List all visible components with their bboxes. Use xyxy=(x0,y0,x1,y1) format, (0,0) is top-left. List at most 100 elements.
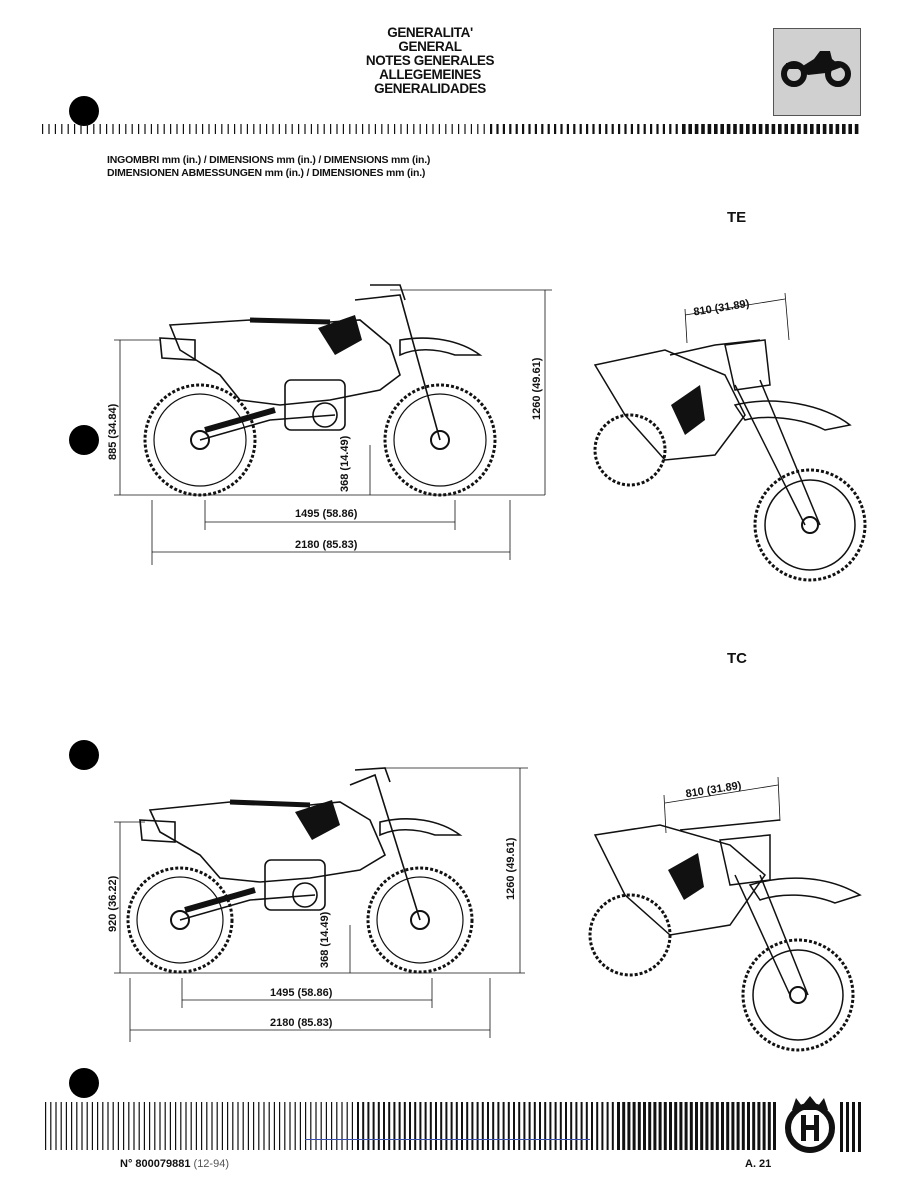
tick-mark xyxy=(368,124,370,134)
tick-mark xyxy=(509,124,512,134)
tick-mark xyxy=(131,124,133,134)
rear-wheel xyxy=(126,866,234,974)
tick-mark xyxy=(586,124,589,134)
tick-mark xyxy=(176,124,178,134)
barcode-bar xyxy=(669,1102,672,1150)
te-front-view-diagram: 810 (31.89) xyxy=(593,292,867,582)
tick-mark xyxy=(374,124,376,134)
barcode-bar xyxy=(497,1102,500,1150)
tick-mark xyxy=(682,124,686,134)
tick-mark xyxy=(522,124,525,134)
barcode-bar xyxy=(305,1102,307,1150)
barcode-bar xyxy=(648,1102,652,1150)
doc-prefix: N° xyxy=(120,1158,133,1170)
tick-mark xyxy=(688,124,692,134)
barcode-bar xyxy=(435,1102,437,1150)
tick-mark xyxy=(490,124,493,134)
tick-mark xyxy=(304,124,306,134)
tick-mark xyxy=(189,124,191,134)
tick-mark xyxy=(848,124,852,134)
tick-mark xyxy=(547,124,550,134)
husqvarna-logo-icon xyxy=(785,1096,835,1153)
barcode-bar xyxy=(409,1102,411,1150)
barcode-bar xyxy=(393,1102,396,1150)
tick-mark xyxy=(630,124,633,134)
top-tick-rule xyxy=(42,124,859,134)
barcode-bar xyxy=(565,1102,567,1150)
tick-mark xyxy=(48,124,50,134)
tick-mark xyxy=(790,124,795,134)
tick-mark xyxy=(829,124,833,134)
doc-date: (12-94) xyxy=(193,1158,229,1170)
tick-mark xyxy=(714,124,718,134)
tick-mark xyxy=(560,124,563,134)
tc-ground-clearance-label: 368 (14.49) xyxy=(319,911,331,968)
barcode-bar xyxy=(752,1102,756,1150)
tick-mark xyxy=(739,124,744,134)
title-it: GENERALITA' xyxy=(387,25,473,40)
tick-mark xyxy=(528,124,531,134)
tick-mark xyxy=(643,124,646,134)
tick-mark xyxy=(323,124,325,134)
model-label-te: TE xyxy=(727,209,747,226)
tick-mark xyxy=(419,124,421,134)
barcode-bar xyxy=(299,1102,301,1150)
barcode-bar xyxy=(684,1102,688,1150)
tc-side-view-diagram xyxy=(126,767,474,974)
tick-mark xyxy=(67,124,69,134)
tick-mark xyxy=(336,124,338,134)
tick-mark xyxy=(822,124,827,134)
tick-mark xyxy=(477,124,479,134)
barcode-bar xyxy=(741,1102,745,1150)
barcode-bar xyxy=(107,1102,109,1150)
tick-mark xyxy=(458,124,460,134)
tick-mark xyxy=(541,124,544,134)
barcode-bar xyxy=(637,1102,641,1150)
barcode-bar xyxy=(388,1102,391,1150)
tick-mark xyxy=(42,124,44,134)
tc-handlebar-width-label: 810 (31.89) xyxy=(685,780,743,801)
tick-mark xyxy=(554,124,557,134)
barcode-bar xyxy=(695,1102,698,1150)
tick-mark xyxy=(74,124,76,134)
barcode-bar xyxy=(481,1102,484,1150)
motorcycle-body xyxy=(159,284,483,441)
barcode-bar xyxy=(346,1102,348,1150)
tick-mark xyxy=(502,124,505,134)
barcode-bar xyxy=(289,1102,291,1150)
tick-mark xyxy=(93,124,95,134)
tick-mark xyxy=(394,124,396,134)
tick-mark xyxy=(118,124,120,134)
tick-mark xyxy=(240,124,242,134)
barcode-bar xyxy=(445,1102,448,1150)
tick-mark xyxy=(80,124,82,134)
tick-mark xyxy=(496,124,499,134)
tick-mark xyxy=(246,124,248,134)
tick-mark xyxy=(426,124,428,134)
barcode-bar xyxy=(60,1102,62,1150)
barcode-bar xyxy=(643,1102,646,1150)
dimensions-heading-line2: DIMENSIONEN ABMESSUNGEN mm (in.) / DIMEN… xyxy=(107,167,426,179)
barcode-bar xyxy=(71,1102,73,1150)
barcode-bar xyxy=(195,1102,197,1150)
barcode-bar xyxy=(736,1102,740,1150)
tick-mark xyxy=(413,124,415,134)
tick-mark xyxy=(771,124,776,134)
barcode-bar xyxy=(123,1102,125,1150)
barcode-bar xyxy=(143,1102,145,1150)
barcode-bar xyxy=(601,1102,604,1150)
barcode-bar xyxy=(190,1102,192,1150)
tick-mark xyxy=(637,124,640,134)
barcode-bar xyxy=(658,1102,662,1150)
tick-mark xyxy=(758,124,763,134)
barcode-bar xyxy=(419,1102,422,1150)
barcode-bar xyxy=(487,1102,489,1150)
barcode-bar xyxy=(273,1102,275,1150)
tick-mark xyxy=(816,124,820,134)
tick-mark xyxy=(618,124,621,134)
barcode-bar xyxy=(372,1102,375,1150)
barcode-bar xyxy=(227,1102,229,1150)
tick-mark xyxy=(342,124,344,134)
tick-mark xyxy=(445,124,447,134)
barcode-bar xyxy=(450,1102,453,1150)
